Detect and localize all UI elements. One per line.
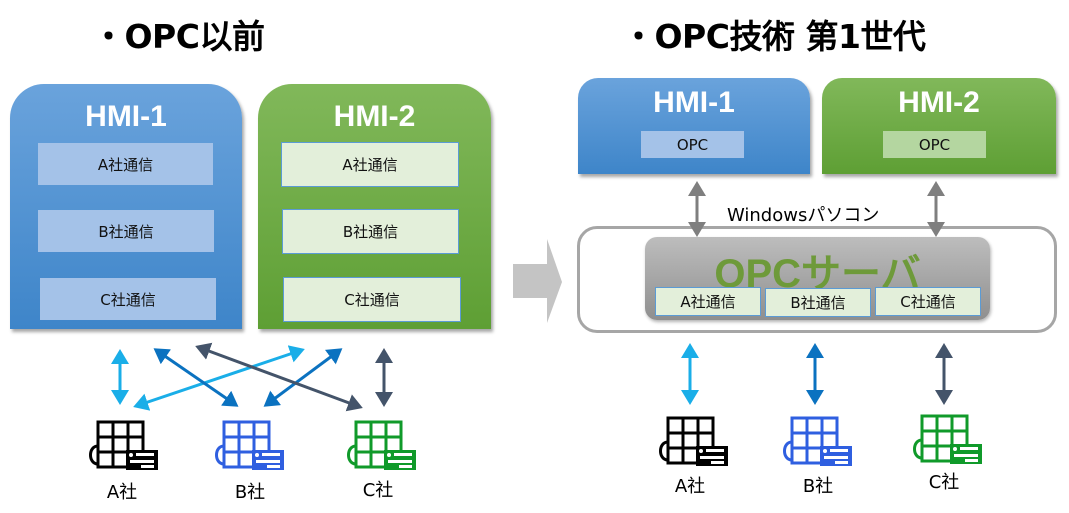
company-b-label: B社 (234, 482, 266, 503)
hmi-1-title: HMI-1 (85, 100, 167, 133)
hmi-1-comm-a: A社通信 (38, 143, 213, 185)
hmi-1-comm-c: C社通信 (40, 278, 216, 320)
hmi-server-arrows (688, 181, 945, 237)
opc-hmi-1-panel: HMI-1 OPC (578, 78, 810, 174)
opc-company-c-label: C社 (928, 472, 960, 493)
opc-hmi-2-tag: OPC (883, 131, 986, 158)
hmi-1-comm-b: B社通信 (38, 210, 214, 252)
transition-arrow-icon (513, 239, 562, 323)
opc-server-panel: OPCサーバ A社通信 B社通信 C社通信 (645, 237, 990, 320)
opc-company-b-device-icon (783, 416, 852, 466)
company-c-label: C社 (362, 480, 394, 501)
opc-company-a-label: A社 (674, 476, 706, 497)
opc-hmi-2-title: HMI-2 (898, 86, 980, 119)
server-company-arrows (681, 343, 953, 405)
hmi-2-comm-a: A社通信 (281, 142, 459, 187)
opc-company-b-label: B社 (802, 476, 834, 497)
right-title: ・OPC技術 第1世代 (622, 17, 926, 56)
company-a-device-icon (89, 420, 158, 470)
arrow-hmi1-c (195, 342, 363, 412)
server-comm-c: C社通信 (875, 287, 981, 316)
hmi-2-comm-b: B社通信 (282, 209, 459, 254)
opc-company-a-device-icon (659, 416, 728, 466)
left-title: ・OPC以前 (92, 17, 265, 56)
opc-hmi-1-tag: OPC (641, 131, 744, 158)
opc-hmi-2-panel: HMI-2 OPC (822, 78, 1056, 174)
server-comm-b: B社通信 (765, 288, 871, 317)
server-comm-a: A社通信 (655, 287, 761, 316)
opc-hmi-1-title: HMI-1 (653, 86, 735, 119)
company-b-device-icon (215, 420, 284, 470)
hmi-2-comm-c: C社通信 (283, 277, 461, 322)
opc-company-c-device-icon (913, 414, 982, 464)
windows-pc-label: Windowsパソコン (727, 205, 880, 226)
hmi-1-panel: HMI-1 A社通信 B社通信 C社通信 (10, 84, 242, 329)
hmi-2-title: HMI-2 (333, 100, 416, 133)
company-c-device-icon (347, 420, 416, 470)
hmi-2-panel: HMI-2 A社通信 B社通信 C社通信 (258, 84, 491, 329)
left-connection-arrows (111, 342, 393, 412)
company-a-label: A社 (106, 482, 138, 503)
